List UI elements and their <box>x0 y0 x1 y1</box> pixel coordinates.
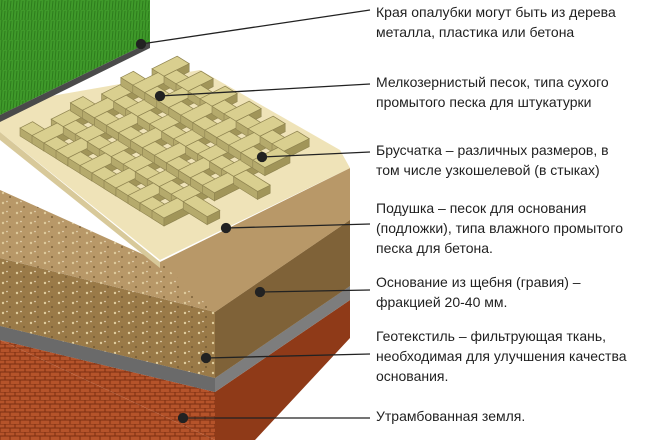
label-gravel-base: Основание из щебня (гравия) – фракцией 2… <box>376 274 581 310</box>
compacted-soil-layer <box>0 300 350 440</box>
geotextile-layer <box>0 286 350 392</box>
gravel-base-layer <box>0 220 350 378</box>
label-geotextile: Геотекстиль – фильтрующая ткань, необход… <box>376 328 627 384</box>
paving-stone <box>182 194 221 218</box>
sand-cushion-layer <box>0 168 350 312</box>
label-compacted-soil: Утрамбованная земля. <box>376 408 526 424</box>
label-sand-cushion: Подушка – песок для основания (подложки)… <box>376 200 623 256</box>
label-paving-stones: Брусчатка – различных размеров, в том чи… <box>376 142 609 178</box>
paving-stone <box>232 169 271 192</box>
paving-stone <box>252 147 291 169</box>
label-fine-sand: Мелкозернистый песок, типа сухого промыт… <box>376 74 609 110</box>
paving-stones-layer <box>19 55 310 227</box>
label-formwork-edges: Края опалубки могут быть из дерева метал… <box>376 4 616 40</box>
leader-lines <box>135 9 371 424</box>
grass-area <box>0 0 150 122</box>
